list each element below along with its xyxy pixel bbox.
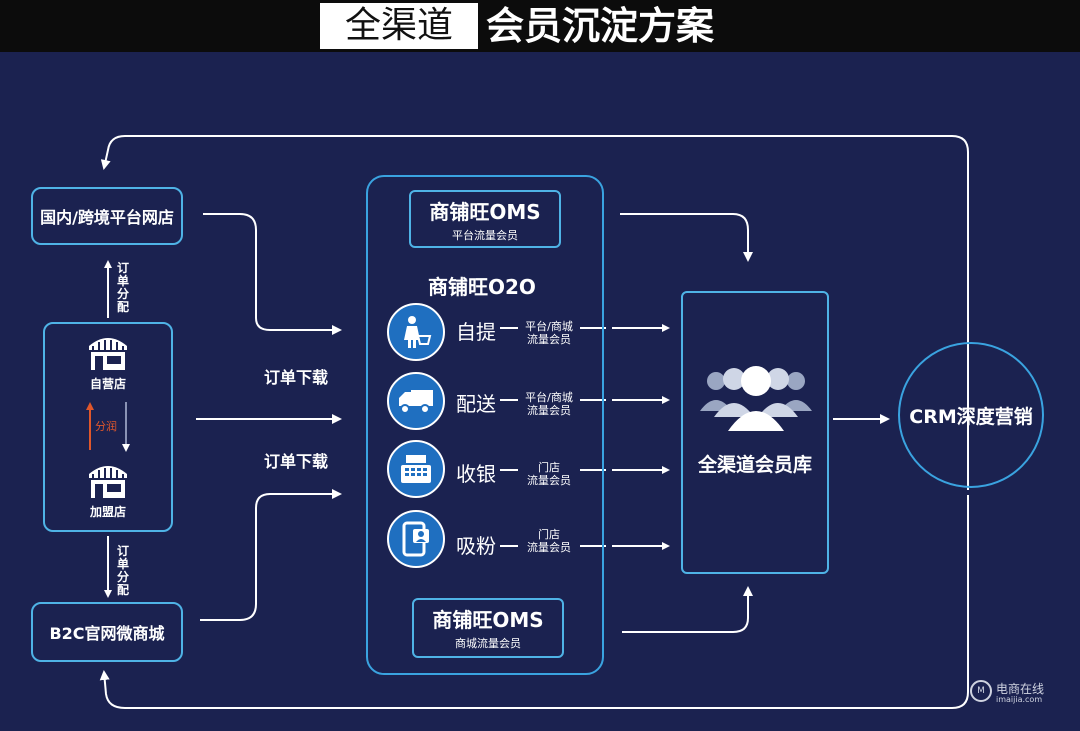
oms-bottom-subtitle: 商城流量会员 <box>455 637 521 650</box>
item1-sub1: 平台/商城 <box>525 320 573 333</box>
oms-bottom-title: 商铺旺OMS <box>432 608 544 632</box>
oms-bottom-box: 商铺旺OMS 商城流量会员 <box>412 598 564 658</box>
storefront-icon <box>89 338 127 370</box>
storefront-icon <box>89 466 127 498</box>
item1-label: 自提 <box>456 320 496 344</box>
watermark-url: imaijia.com <box>996 695 1043 704</box>
item4-sub2: 流量会员 <box>527 541 571 554</box>
oms-top-box: 商铺旺OMS 平台流量会员 <box>409 190 561 248</box>
title-part2: 会员沉淀方案 <box>486 4 715 48</box>
profit-share-label: 分润 <box>95 420 117 433</box>
franchise-store-label: 加盟店 <box>89 505 126 519</box>
watermark-name: 电商在线 <box>996 682 1045 696</box>
label-order-distribute-bottom: 订单分配 <box>116 544 129 597</box>
title-highlight-box <box>320 3 478 49</box>
item2-label: 配送 <box>456 392 496 416</box>
arrow-platform-to-panel <box>203 213 342 335</box>
crm-circle: CRM深度营销 <box>898 342 1044 488</box>
item3-label: 收银 <box>456 462 496 486</box>
feedback-loop-top <box>100 135 969 490</box>
franchise-store: 加盟店 <box>73 460 143 520</box>
crm-label: CRM深度营销 <box>909 405 1033 428</box>
self-store: 自营店 <box>73 332 143 392</box>
arrow-b2c-to-panel <box>200 489 342 621</box>
feedback-loop-bottom <box>99 495 969 709</box>
node-shop-platform: 国内/跨境平台网店 <box>31 187 183 245</box>
oms-top-subtitle: 平台流量会员 <box>452 229 518 242</box>
item3-sub1: 门店 <box>538 461 560 474</box>
title-part1: 全渠道 <box>344 5 453 46</box>
node-b2c-label: B2C官网微商城 <box>49 624 165 643</box>
arrow-oms-top-to-member <box>620 213 753 262</box>
person-cart-icon <box>387 303 445 361</box>
item4-label: 吸粉 <box>456 534 496 558</box>
item1-sub: 平台/商城 流量会员 <box>514 320 584 346</box>
node-stores <box>43 322 173 532</box>
member-library-box <box>681 291 829 574</box>
title-bar <box>0 0 1080 52</box>
label-download-top: 订单下载 <box>264 368 329 387</box>
node-b2c: B2C官网微商城 <box>31 602 183 662</box>
people-group-icon <box>700 366 812 431</box>
center-panel <box>366 175 604 675</box>
member-library-label: 全渠道会员库 <box>697 454 812 476</box>
delivery-truck-icon <box>387 372 445 430</box>
o2o-title: 商铺旺O2O <box>428 275 536 299</box>
arrow-oms-bottom-to-member <box>622 586 753 633</box>
phone-profile-icon <box>387 510 445 568</box>
item3-sub2: 流量会员 <box>527 474 571 487</box>
cash-register-icon <box>387 440 445 498</box>
node-shop-platform-label: 国内/跨境平台网店 <box>40 208 174 227</box>
label-order-distribute-top: 订单分配 <box>116 261 129 314</box>
item4-sub1: 门店 <box>538 528 560 541</box>
item3-sub: 门店 流量会员 <box>514 461 584 487</box>
item2-sub: 平台/商城 流量会员 <box>514 391 584 417</box>
watermark-logo: M <box>970 680 992 702</box>
item2-sub2: 流量会员 <box>527 404 571 417</box>
item4-sub: 门店 流量会员 <box>514 528 584 554</box>
oms-top-title: 商铺旺OMS <box>429 200 541 224</box>
label-download-bottom: 订单下载 <box>264 452 329 471</box>
item2-sub1: 平台/商城 <box>525 391 573 404</box>
item1-sub2: 流量会员 <box>527 333 571 346</box>
self-store-label: 自营店 <box>89 377 126 391</box>
